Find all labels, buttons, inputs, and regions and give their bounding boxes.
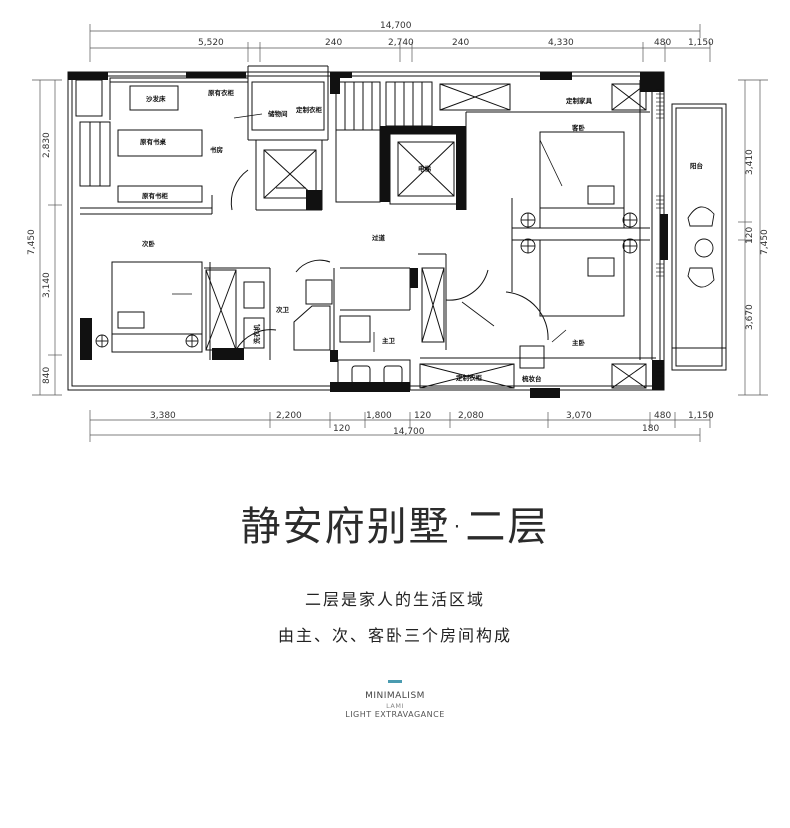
label-desk: 原有书桌 [140, 137, 167, 146]
label-walkin: 储物间 [267, 109, 288, 118]
label-elevator: 电梯 [418, 164, 432, 173]
top-dimensions [89, 24, 711, 62]
dim-left-4: 840 [42, 367, 52, 384]
subtitle-line-1: 二层是家人的生活区域 [304, 590, 485, 609]
label-corridor: 过道 [372, 233, 386, 242]
page-title: 静安府别墅·二层 [240, 504, 550, 550]
dim-top-3: 2,740 [388, 38, 414, 48]
dim-left-3: 3,140 [42, 272, 52, 298]
tagline-lami: LAMI [386, 702, 404, 710]
label-master-bedroom: 主卧 [572, 338, 586, 347]
right-dimensions [738, 79, 768, 396]
label-custom-cabinet-bottom: 定制衣柜 [455, 373, 483, 382]
dim-left-2: 7,450 [27, 229, 37, 255]
balcony-furniture [687, 206, 715, 288]
dim-bottom-8: 1,150 [688, 411, 714, 421]
label-laundry: 洗衣机 [252, 324, 261, 344]
dim-top-7: 1,150 [688, 38, 714, 48]
walls [67, 65, 727, 391]
label-guest-bedroom: 客卧 [571, 123, 586, 132]
dim-top-5: 4,330 [548, 38, 574, 48]
label-balcony: 阳台 [690, 161, 704, 170]
dim-right-1: 3,410 [745, 149, 755, 175]
dim-bottom-extra-2: 180 [642, 424, 659, 434]
tagline-light-extravagance: LIGHT EXTRAVAGANCE [345, 710, 445, 719]
label-custom-furniture: 定制家具 [565, 96, 593, 105]
dim-bottom-3: 1,800 [366, 411, 392, 421]
left-dimensions [32, 79, 62, 396]
dim-bottom-4: 120 [414, 411, 431, 421]
dim-top-total: 14,700 [380, 21, 412, 31]
dim-top-6: 480 [654, 38, 671, 48]
dim-top-1: 5,520 [198, 38, 224, 48]
dim-left-1: 2,830 [42, 132, 52, 158]
subtitle-line-2: 由主、次、客卧三个房间构成 [277, 626, 512, 645]
label-second-bedroom: 次卧 [142, 239, 156, 248]
dim-top-4: 240 [452, 38, 469, 48]
dim-right-2: 120 [745, 227, 755, 244]
label-second-bath: 次卫 [276, 305, 290, 314]
dim-bottom-extra-1: 120 [333, 424, 350, 434]
dim-bottom-5: 2,080 [458, 411, 484, 421]
accent-bar [388, 680, 402, 683]
dim-right-4: 3,670 [745, 304, 755, 330]
dim-bottom-2: 2,200 [276, 411, 302, 421]
label-bookshelf: 原有书柜 [142, 191, 169, 200]
lamp-icons [95, 212, 638, 348]
tagline-minimalism: MINIMALISM [365, 691, 425, 701]
direction-arrows [172, 113, 567, 352]
dim-right-3: 7,450 [760, 229, 770, 255]
label-sofa-bed: 沙发床 [146, 94, 166, 103]
label-custom-cabinet-left: 定制衣柜 [295, 105, 323, 114]
dim-bottom-6: 3,070 [566, 411, 592, 421]
bottom-dimensions [89, 410, 711, 442]
dim-bottom-total: 14,700 [393, 427, 425, 437]
label-study: 书房 [210, 145, 224, 154]
label-dressing-table: 梳妆台 [522, 374, 542, 383]
floor-plan: 14,700 5,520 240 2,740 240 4,330 480 1,1… [27, 21, 770, 442]
structural-columns [68, 72, 668, 398]
dim-bottom-1: 3,380 [150, 411, 176, 421]
dim-top-2: 240 [325, 38, 342, 48]
dim-bottom-7: 480 [654, 411, 671, 421]
right-window [656, 89, 664, 377]
label-master-bath: 主卫 [382, 336, 396, 345]
label-orig-wardrobe: 原有衣柜 [208, 88, 235, 97]
